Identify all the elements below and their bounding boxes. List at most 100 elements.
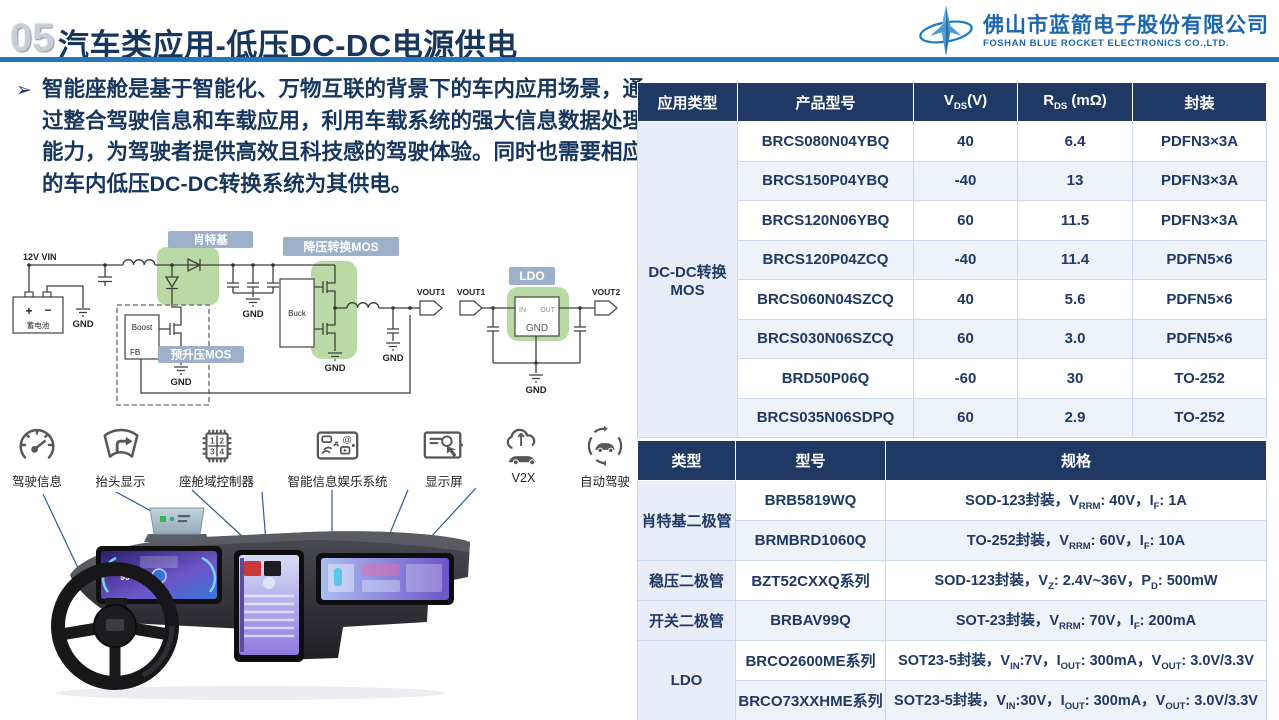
gnd-label: GND (242, 309, 263, 320)
blue-rocket-logo-icon (919, 5, 973, 56)
vout1-label: VOUT1 (457, 287, 486, 297)
table-header-row: 应用类型 产品型号 VDS(V) RDS (mΩ) 封装 (637, 82, 1267, 122)
category-cell: DC-DC转换MOS (637, 121, 738, 438)
svg-text:99: 99 (120, 572, 130, 582)
schottky-chip-label: 肖特基 (193, 233, 228, 247)
table-row: 稳压二极管 BZT52CXXQ系列 SOD-123封装，VZ: 2.4V~36V… (637, 560, 1267, 601)
boost-label: Boost (132, 323, 153, 332)
svg-text:+: + (25, 304, 32, 318)
rds-cell: 13 (1017, 160, 1133, 201)
title-underline-divider (0, 57, 1279, 62)
rds-cell: 30 (1017, 358, 1133, 399)
svg-text:2: 2 (219, 437, 224, 446)
circuit-labels: 12V VIN + − 蓄电池 GND GND GND GND GND GND … (23, 252, 620, 396)
model-cell: BRCO73XXHME系列 (735, 680, 886, 720)
vds-cell: -60 (913, 358, 1018, 399)
vin-label: 12V VIN (23, 252, 57, 262)
vout2-label: VOUT2 (592, 287, 621, 297)
feature-v2x: V2X (500, 423, 546, 490)
company-name-en: FOSHAN BLUE ROCKET ELECTRONICS CO.,LTD. (983, 37, 1230, 49)
diode-ldo-table: 类型 型号 规格 肖特基二极管 BRB5819WQ SOD-123封装，VRRM… (637, 440, 1267, 720)
rds-cell: 11.4 (1017, 239, 1133, 280)
model-cell: BRCS035N06SDPQ (737, 397, 914, 438)
autonomous-driving-icon (587, 425, 623, 467)
model-cell: BRCS080N04YBQ (737, 121, 914, 162)
vds-cell: -40 (913, 160, 1018, 201)
ldo-chip-label: LDO (519, 269, 544, 283)
speedometer-icon (19, 428, 55, 459)
vout2-connector (594, 300, 618, 316)
vds-cell: 40 (913, 279, 1018, 320)
intro-text: 智能座舱是基于智能化、万物互联的背景下的车内应用场景，通过整合驾驶信息和车载应用… (42, 77, 645, 196)
model-cell: BRD50P06Q (737, 358, 914, 399)
boost-block (124, 314, 160, 360)
buck-mos-chip-label: 降压转换MOS (303, 239, 378, 254)
gnd-label: GND (382, 353, 403, 364)
ldo-in-label: IN (519, 307, 526, 314)
vds-cell: 40 (913, 121, 1018, 162)
bullet-arrow-icon: ➢ (16, 80, 32, 101)
svg-text:4: 4 (219, 448, 224, 457)
spec-cell: TO-252封装，VRRM: 60V，IF: 10A (885, 520, 1267, 561)
svg-text:1: 1 (209, 437, 214, 446)
ldo-out-label: OUT (540, 307, 556, 314)
company-name-cn: 佛山市蓝箭电子股份有限公司 (983, 13, 1269, 37)
vout1-connector (419, 300, 443, 316)
dashboard-top-highlight (70, 531, 470, 581)
vout1-in-connector (459, 300, 483, 316)
feature-driving-info: 驾驶信息 (12, 423, 62, 490)
vds-cell: 60 (913, 318, 1018, 359)
spec-cell: SOT-23封装，VRRM: 70V，IF: 200mA (885, 600, 1267, 641)
feature-label: 驾驶信息 (12, 475, 63, 489)
circuit-wires (28, 257, 595, 406)
model-cell: BRCO2600ME系列 (735, 640, 886, 681)
rds-cell: 11.5 (1017, 200, 1133, 241)
col-header: 型号 (735, 440, 886, 481)
feature-infotainment: @ 智能信息娱乐系统 (288, 423, 388, 490)
feature-label: 座舱域控制器 (179, 475, 255, 489)
rds-cell: 5.6 (1017, 279, 1133, 320)
battery-symbol (12, 296, 64, 334)
package-cell: TO-252 (1132, 397, 1267, 438)
battery-terminal (42, 291, 52, 298)
ground-shadow (55, 686, 445, 700)
package-cell: PDFN5×6 (1132, 239, 1267, 280)
intro-paragraph: ➢ 智能座舱是基于智能化、万物互联的背景下的车内应用场景，通过整合驾驶信息和车载… (14, 74, 656, 200)
ldo-block (514, 296, 560, 337)
rds-cell: 6.4 (1017, 121, 1133, 162)
steering-wheel (51, 562, 179, 690)
instrument-cluster-screen: 99 (96, 546, 222, 604)
vds-cell: 60 (913, 200, 1018, 241)
ldo-gnd-label: GND (526, 323, 548, 334)
vds-cell: -40 (913, 239, 1018, 280)
callout-chips: 肖特基 降压转换MOS 预升压MOS LDO (158, 231, 555, 363)
hud-screen (144, 507, 210, 542)
feature-label: V2X (511, 471, 536, 485)
spec-cell: SOT23-5封装，VIN:30V，IOUT: 300mA，VOUT: 3.0V… (885, 680, 1267, 720)
gnd-label: GND (170, 377, 191, 388)
col-header: 产品型号 (737, 82, 914, 122)
dcdc-mos-table: 应用类型 产品型号 VDS(V) RDS (mΩ) 封装 DC-DC转换MOS … (637, 82, 1267, 438)
table-row: LDO BRCO2600ME系列 SOT23-5封装，VIN:7V，IOUT: … (637, 640, 1267, 720)
vout1-label: VOUT1 (417, 287, 446, 297)
package-cell: PDFN5×6 (1132, 279, 1267, 320)
gnd-label: GND (324, 363, 345, 374)
col-header: 封装 (1132, 82, 1267, 122)
model-cell: BRCS120P04ZCQ (737, 239, 914, 280)
buck-label: Buck (288, 309, 307, 318)
model-cell: BRCS060N04SZCQ (737, 279, 914, 320)
rds-cell: 3.0 (1017, 318, 1133, 359)
model-cell: BRCS120N06YBQ (737, 200, 914, 241)
type-cell: LDO (637, 640, 736, 720)
gnd-label: GND (72, 319, 93, 330)
infotainment-icon: @ (316, 431, 358, 460)
table-header-row: 类型 型号 规格 (637, 440, 1267, 481)
